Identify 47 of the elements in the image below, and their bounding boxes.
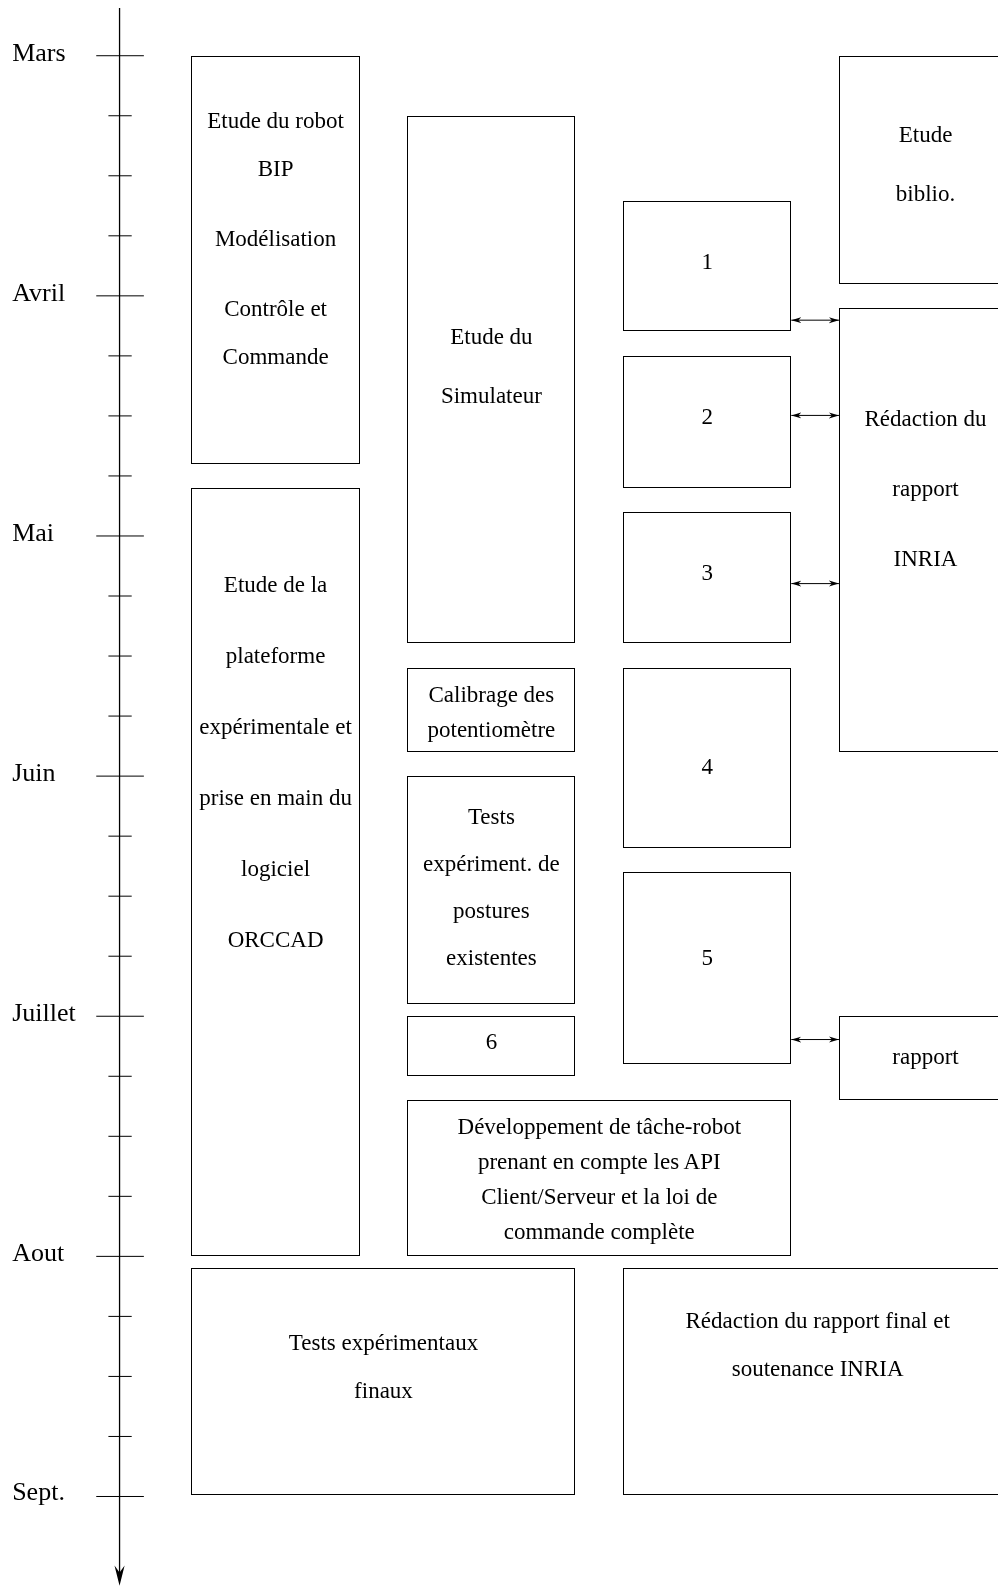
task-text: Etude de la plateforme expérimentale et prise en main du logiciel ORCCAD (198, 571, 353, 955)
task-text: Tests expériment. de postures existentes (422, 803, 561, 973)
task-text: 1 (701, 247, 713, 276)
task-text: Calibrage des potentiomètre (426, 680, 557, 744)
task-box (838, 55, 998, 284)
double-arrow (790, 412, 840, 419)
task-box (838, 1016, 998, 1101)
month-label: Juin (12, 759, 56, 786)
task-text: Etude biblio. (894, 120, 957, 208)
month-label: Aout (12, 1240, 65, 1267)
task-text: rapport (892, 1043, 959, 1072)
task-text: 4 (701, 752, 713, 781)
task-box (623, 200, 792, 332)
month-label: Sept. (12, 1479, 65, 1506)
task-box (407, 1016, 576, 1076)
month-label: Mars (12, 39, 66, 66)
task-text: 6 (485, 1028, 498, 1057)
month-label: Mai (12, 519, 55, 546)
task-text: Rédaction du rapport final et soutenance INRIA (684, 1306, 951, 1383)
task-text: Tests expérimentaux finaux (287, 1328, 480, 1405)
task-box (623, 355, 792, 489)
task-box (191, 1267, 576, 1496)
task-box (407, 776, 576, 1005)
task-box (623, 872, 792, 1064)
double-arrow (790, 580, 840, 587)
task-text: 3 (701, 558, 713, 587)
task-text: Développement de tâche-robot prenant en compte les API Client/Serveur et la loi de commande complète (456, 1113, 743, 1247)
task-box (191, 488, 360, 1257)
task-text: Contrôle et Commande (221, 294, 330, 371)
task-text: Etude du Simulateur (439, 322, 543, 410)
task-box (407, 115, 576, 644)
double-arrow (790, 1036, 840, 1043)
task-box (407, 1100, 792, 1257)
task-text: Etude du robot BIP (206, 106, 345, 183)
task-text: Modélisation (214, 224, 337, 253)
double-arrow (790, 317, 840, 324)
task-box (623, 511, 792, 644)
task-text: 2 (701, 402, 713, 431)
task-box (407, 667, 576, 752)
month-label: Juillet (12, 1000, 76, 1026)
task-box (838, 308, 998, 752)
month-label: Avril (12, 279, 66, 306)
task-box (623, 1267, 998, 1496)
task-text: Rédaction du rapport INRIA (863, 405, 988, 573)
task-text: 5 (701, 944, 713, 973)
task-box (623, 667, 792, 849)
task-box (191, 55, 360, 465)
